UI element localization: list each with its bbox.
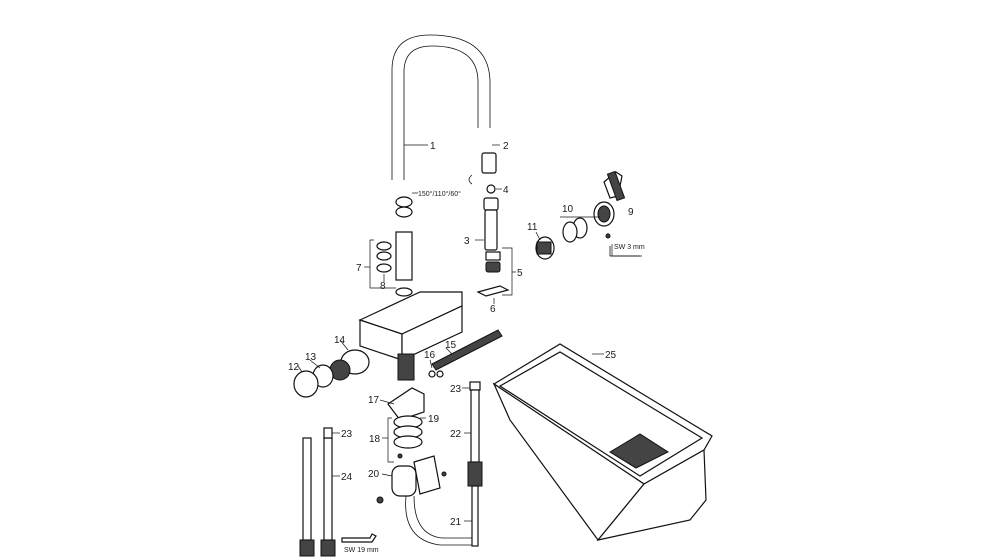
hose-connector: [376, 387, 476, 546]
label-part-16: 16: [424, 350, 436, 361]
label-part-15: 15: [445, 340, 457, 351]
label-part-20: 20: [368, 469, 380, 480]
angle-annotation: 150°/110°/60°: [418, 190, 461, 198]
pullout-hose: [462, 381, 483, 547]
soap-strip: [428, 329, 503, 378]
label-part-2: 2: [503, 141, 509, 152]
sw19-annotation: SW 19 mm: [344, 547, 379, 554]
label-part-3: 3: [464, 236, 470, 247]
supply-hoses: [299, 427, 377, 557]
allen-key-icon: [609, 246, 640, 257]
label-part-9: 9: [628, 207, 634, 218]
cartridge-stack: [468, 144, 516, 304]
label-part-8: 8: [380, 281, 386, 292]
label-part-6: 6: [490, 304, 496, 315]
label-part-11: 11: [527, 222, 538, 233]
mixer-body: [293, 192, 463, 398]
label-part-25: 25: [605, 350, 617, 361]
label-part-12: 12: [288, 362, 300, 373]
label-part-23-hose: 23: [450, 384, 462, 395]
label-part-14: 14: [334, 335, 346, 346]
sw3-annotation: SW 3 mm: [614, 244, 645, 251]
label-part-23-supply: 23: [341, 429, 353, 440]
label-part-1: 1: [430, 141, 436, 152]
label-part-22: 22: [450, 429, 462, 440]
label-part-24: 24: [341, 472, 353, 483]
label-part-7: 7: [356, 263, 362, 274]
label-part-5: 5: [517, 268, 523, 279]
sink-insert-tray: [492, 343, 713, 541]
lever-assembly: [535, 170, 642, 260]
label-part-10: 10: [562, 204, 574, 215]
label-part-13: 13: [305, 352, 317, 363]
label-part-21: 21: [450, 517, 462, 528]
spout-part-1: [391, 34, 491, 180]
label-part-18: 18: [369, 434, 381, 445]
label-part-19: 19: [428, 414, 440, 425]
label-part-4: 4: [503, 185, 509, 196]
label-part-17: 17: [368, 395, 380, 406]
